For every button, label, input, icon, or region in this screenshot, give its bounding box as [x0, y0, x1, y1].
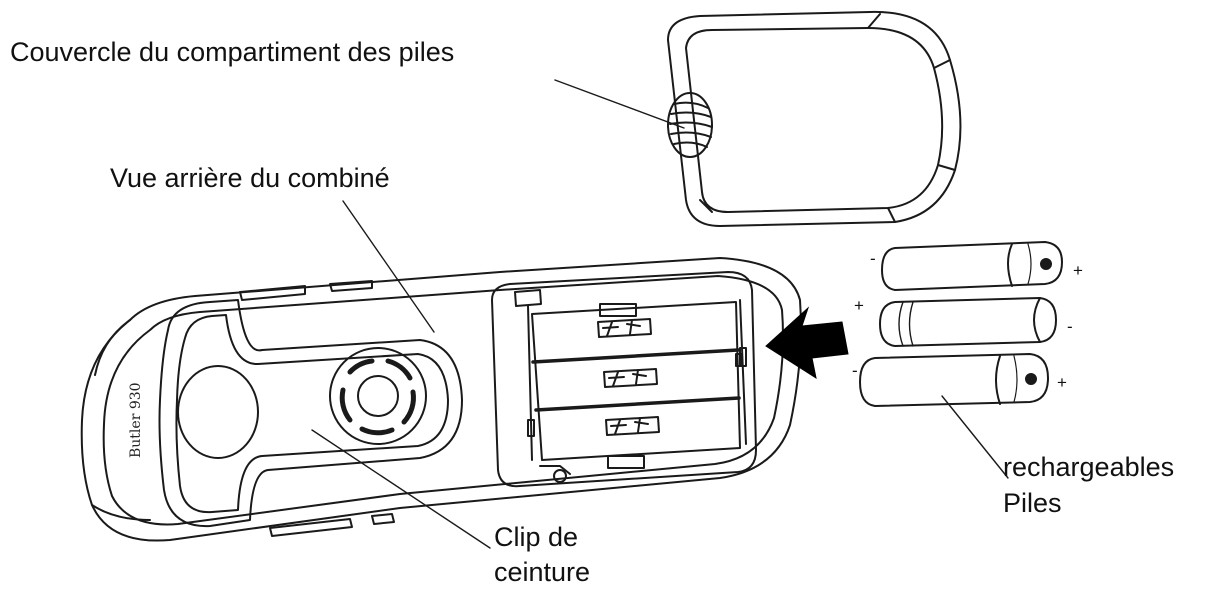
battery-spring-bottom	[607, 455, 645, 469]
leader-lines	[311, 79, 1009, 549]
leader-cover	[554, 79, 685, 129]
battery-compartment	[491, 271, 757, 488]
handset-model-text: Butler 930	[128, 382, 144, 458]
leader-belt-clip	[311, 429, 491, 549]
label-battery-cover: Couvercle du compartiment des piles	[10, 37, 455, 67]
battery-3-left-sign: -	[852, 361, 858, 380]
battery-2	[879, 297, 1057, 347]
battery-1	[881, 241, 1063, 291]
label-belt-clip-line1: Clip de	[494, 522, 579, 552]
battery-spring-top	[599, 303, 637, 317]
clip-oval	[177, 365, 259, 459]
leader-rear-view	[342, 200, 435, 333]
battery-1-left-sign: -	[870, 249, 876, 268]
cover-grip-icon	[667, 92, 713, 158]
battery-1-right-sign: +	[1073, 261, 1083, 280]
battery-3	[859, 353, 1049, 407]
label-rear-view: Vue arrière du combiné	[110, 163, 390, 193]
label-batteries-line2: Piles	[1003, 488, 1062, 518]
battery-3-right-sign: +	[1057, 373, 1067, 392]
battery-2-left-sign: +	[854, 296, 864, 315]
handset-rear	[80, 257, 802, 542]
label-batteries-line1: rechargeables	[1003, 452, 1175, 482]
battery-cover	[667, 10, 962, 227]
leader-batteries	[941, 395, 1009, 479]
battery-2-right-sign: -	[1067, 317, 1073, 336]
insert-arrow-icon	[765, 306, 849, 380]
speaker-grille-icon	[329, 347, 427, 445]
label-belt-clip-line2: ceinture	[494, 557, 591, 587]
belt-clip	[158, 299, 463, 528]
